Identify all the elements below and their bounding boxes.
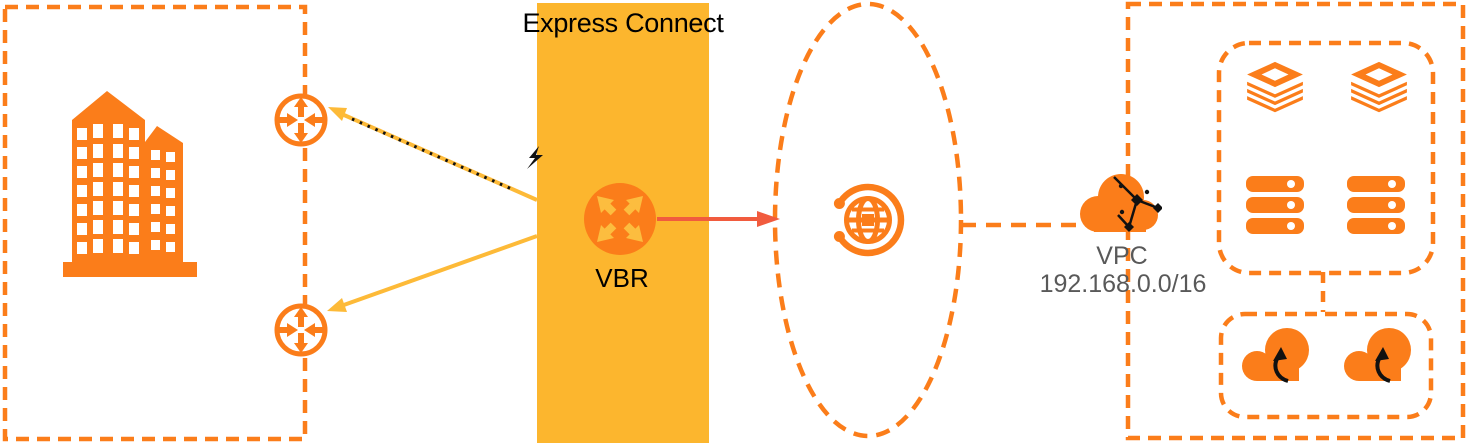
cloud-sync-icon <box>1344 328 1411 383</box>
secondary-link-line <box>340 234 538 308</box>
ecs-instance-icon <box>1351 61 1407 113</box>
cen-globe-icon <box>833 183 905 257</box>
express-connect-title: Express Connect <box>522 8 724 38</box>
cen-boundary-ellipse <box>772 1 964 439</box>
vpc-cloud-icon <box>1080 174 1162 232</box>
server-rack-icon <box>1246 176 1304 234</box>
cloud-sync-icon <box>1242 328 1309 383</box>
vbr-label: VBR <box>595 263 649 293</box>
dotted-link-overlay <box>351 117 515 192</box>
secondary-link-arrowhead <box>327 298 347 312</box>
router-icon-top <box>274 93 328 147</box>
vpc-region-box <box>1125 1 1466 441</box>
on-premises-box <box>2 4 308 442</box>
primary-link-arrowhead <box>328 107 347 121</box>
vpc-label: VPC <box>1096 242 1148 270</box>
office-building-icon <box>63 91 197 277</box>
ecs-group-box <box>1216 40 1436 276</box>
vbr-icon <box>584 183 656 255</box>
router-icon-bottom <box>274 303 328 357</box>
vpc-cidr-label: 192.168.0.0/16 <box>1039 270 1207 298</box>
primary-link-line <box>343 113 538 202</box>
ecs-instance-icon <box>1247 61 1303 113</box>
scaling-group-box <box>1218 311 1434 420</box>
server-rack-icon <box>1347 176 1405 234</box>
